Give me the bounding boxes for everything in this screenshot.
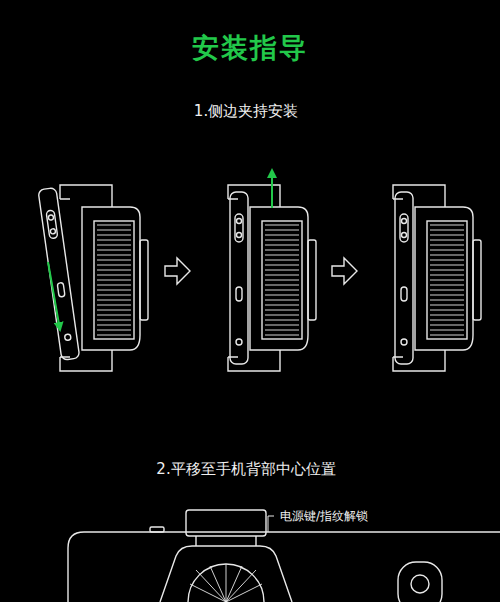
clip-top xyxy=(186,510,266,536)
fan-ring xyxy=(188,564,264,602)
step-heading: 1.侧边夹持安装 xyxy=(0,102,496,121)
cooler-front xyxy=(160,546,292,602)
slide-arrow xyxy=(48,262,60,330)
phone xyxy=(395,192,413,364)
phone xyxy=(230,192,248,364)
camera-module xyxy=(398,562,442,602)
pull-arrow xyxy=(271,170,273,208)
cooler-clip xyxy=(60,185,148,371)
step-heading: 2.平移至手机背部中心位置 xyxy=(0,460,496,479)
cooler-clip xyxy=(228,185,316,371)
leader-line xyxy=(268,516,274,532)
phone xyxy=(38,187,80,360)
step-arrow xyxy=(165,258,190,284)
camera-lens xyxy=(411,575,429,593)
clip-arm xyxy=(196,536,256,546)
cooler-clip xyxy=(393,185,481,371)
fan-blades xyxy=(190,564,262,602)
callout-label: 电源键/指纹解锁 xyxy=(278,508,370,525)
step-arrow xyxy=(332,258,357,284)
title: 安装指导 xyxy=(0,30,500,66)
phone-back xyxy=(68,532,500,602)
side-button xyxy=(150,527,164,532)
